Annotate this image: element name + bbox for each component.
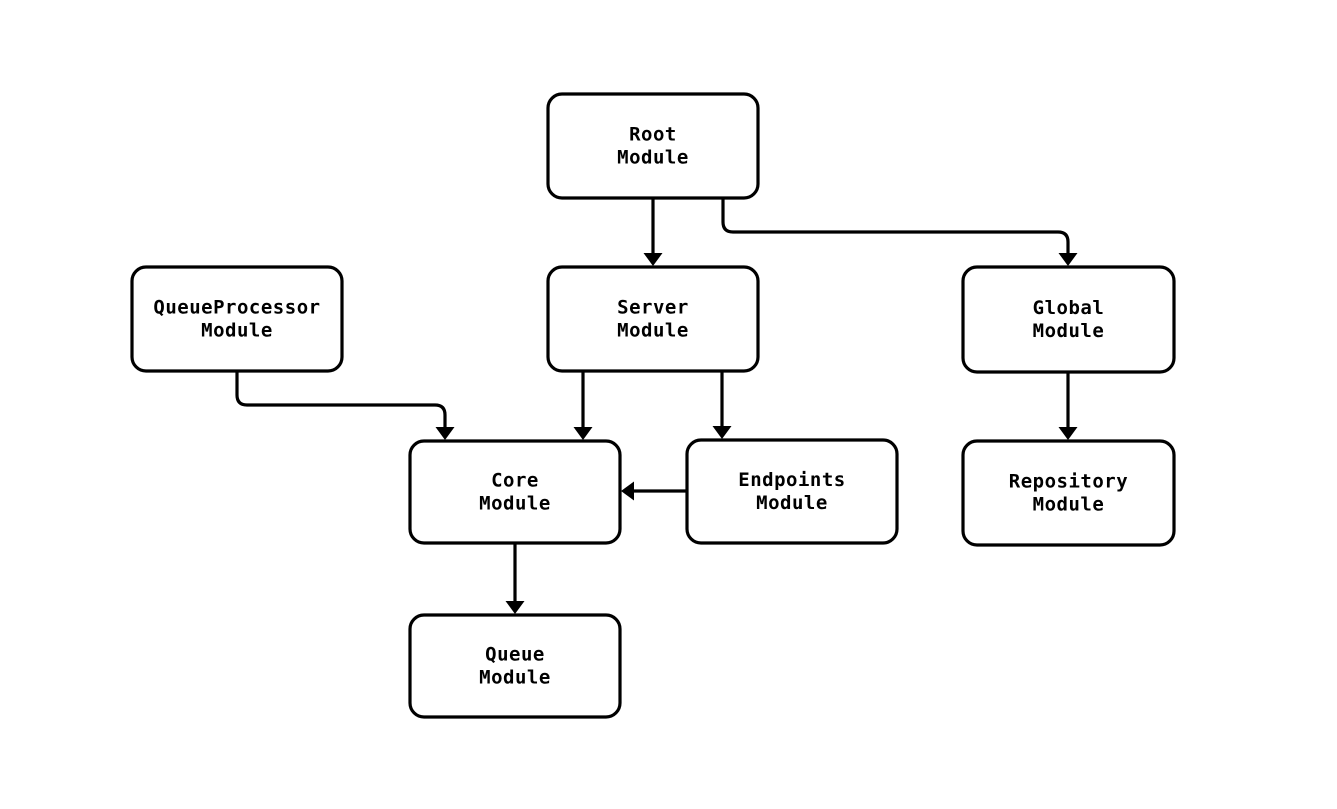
edge-global-to-repository	[1058, 372, 1078, 440]
edge-queueprocessor-to-core	[235, 371, 455, 440]
node-label-name-global: Global	[1033, 297, 1105, 319]
node-label-suffix-endpoints: Module	[756, 492, 828, 514]
edge-server-to-endpoints	[712, 371, 732, 439]
edge-server-to-core	[573, 371, 593, 440]
node-label-suffix-queue: Module	[479, 667, 551, 689]
edges-layer	[235, 198, 1078, 614]
arrowhead-icon	[712, 426, 732, 439]
edge-line	[235, 371, 447, 431]
arrowhead-icon	[573, 427, 593, 440]
arrowhead-icon	[1058, 253, 1078, 266]
edge-line	[721, 198, 1070, 257]
arrowhead-icon	[505, 601, 525, 614]
edge-core-to-queue	[505, 543, 525, 614]
node-box-queueprocessor[interactable]	[130, 265, 344, 373]
node-box-queue[interactable]	[408, 613, 622, 719]
arrowhead-icon	[643, 253, 663, 266]
node-label-suffix-server: Module	[617, 320, 689, 342]
node-label-suffix-core: Module	[479, 493, 551, 515]
node-box-server[interactable]	[546, 265, 760, 373]
node-label-name-server: Server	[617, 297, 689, 319]
node-box-endpoints[interactable]	[685, 438, 899, 545]
node-label-name-core: Core	[491, 470, 539, 492]
edge-root-to-server	[643, 198, 663, 266]
node-label-name-endpoints: Endpoints	[738, 469, 845, 491]
node-box-global[interactable]	[961, 265, 1176, 374]
arrowhead-icon	[621, 481, 634, 501]
node-box-core[interactable]	[408, 439, 622, 545]
node-box-root[interactable]	[546, 92, 760, 200]
edge-endpoints-to-core	[621, 481, 687, 501]
node-label-suffix-global: Module	[1033, 320, 1105, 342]
arrowhead-icon	[1058, 427, 1078, 440]
node-label-suffix-root: Module	[617, 147, 689, 169]
edge-root-to-global	[721, 198, 1078, 266]
node-label-name-queueprocessor: QueueProcessor	[153, 297, 320, 319]
node-label-name-root: Root	[629, 124, 677, 146]
node-label-name-queue: Queue	[485, 644, 545, 666]
nodes-layer: RootModuleQueueProcessorModuleServerModu…	[130, 92, 1176, 719]
arrowhead-icon	[435, 427, 455, 440]
node-label-name-repository: Repository	[1009, 471, 1128, 493]
node-label-suffix-queueprocessor: Module	[201, 320, 273, 342]
node-label-suffix-repository: Module	[1033, 494, 1105, 516]
node-box-repository[interactable]	[961, 439, 1176, 547]
